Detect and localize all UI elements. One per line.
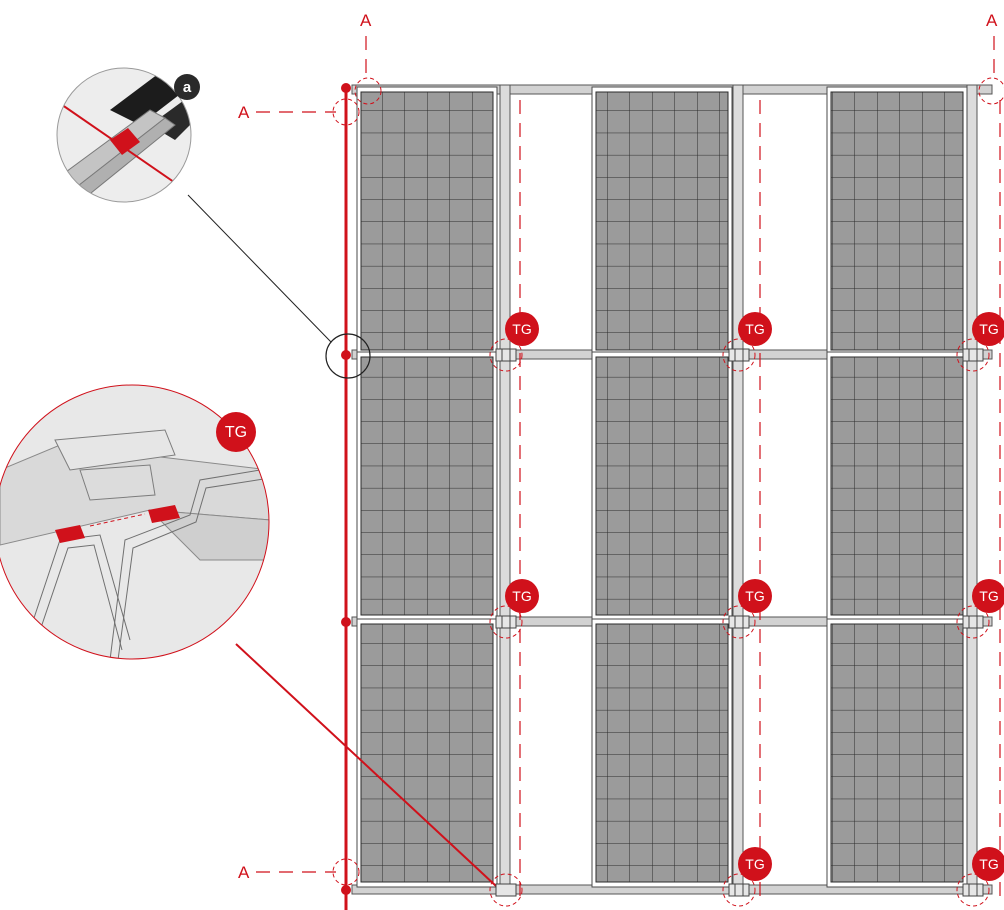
detail-a-badge-label: a bbox=[183, 79, 192, 96]
detail-a-target-circle bbox=[325, 333, 371, 379]
tg-clamp-point: TG bbox=[956, 312, 1004, 372]
solar-panel bbox=[356, 351, 498, 621]
tg-badge bbox=[972, 579, 1004, 613]
detail-a-badge bbox=[174, 74, 200, 100]
tg-clamp-point: TG bbox=[722, 847, 772, 907]
edge-node-mid-1 bbox=[341, 350, 351, 360]
tg-badge bbox=[505, 579, 539, 613]
tg-clamp-point: TG bbox=[722, 312, 772, 372]
tg-clamp-point: TG bbox=[956, 579, 1004, 639]
tg-badge-label: TG bbox=[745, 321, 764, 337]
tg-badge bbox=[972, 312, 1004, 346]
detail-tg-leader-line bbox=[235, 643, 497, 887]
tg-badge-label: TG bbox=[745, 856, 764, 872]
tg-clamp-points: TG TG TG TG TG TG TG TG bbox=[489, 312, 1004, 907]
tg-badge-label: TG bbox=[745, 588, 764, 604]
solar-panel bbox=[826, 618, 968, 888]
detail-tg-badge bbox=[216, 412, 256, 452]
detail-tg: TG bbox=[0, 384, 270, 660]
tg-badge bbox=[505, 312, 539, 346]
detail-a-leader-line bbox=[187, 194, 332, 343]
tg-badge bbox=[738, 847, 772, 881]
tg-badge-label: TG bbox=[512, 588, 531, 604]
tg-badge-label: TG bbox=[979, 856, 998, 872]
section-label-top-left: A bbox=[360, 11, 372, 30]
detail-a: a bbox=[56, 67, 200, 203]
section-lines bbox=[256, 36, 1001, 905]
tg-clamp-point: TG bbox=[956, 847, 1004, 907]
section-label-side-lower: A bbox=[238, 863, 250, 882]
tg-clamp-point: TG bbox=[722, 579, 772, 639]
solar-panel bbox=[356, 618, 498, 888]
solar-panel bbox=[591, 351, 733, 621]
tg-badge bbox=[738, 579, 772, 613]
tg-badge bbox=[972, 847, 1004, 881]
solar-panel-array bbox=[356, 86, 968, 888]
section-label-top-right: A bbox=[986, 11, 998, 30]
tg-clamp-point: TG bbox=[489, 579, 539, 639]
tg-badge bbox=[738, 312, 772, 346]
tg-clamp-point: TG bbox=[489, 312, 539, 372]
tg-badge-label: TG bbox=[979, 588, 998, 604]
edge-node-top bbox=[341, 83, 351, 93]
tg-clamp-point bbox=[489, 873, 523, 907]
edge-node-mid-2 bbox=[341, 617, 351, 627]
section-label-side-upper: A bbox=[238, 103, 250, 122]
edge-node-bottom bbox=[341, 885, 351, 895]
solar-panel bbox=[826, 86, 968, 356]
solar-panel bbox=[826, 351, 968, 621]
tg-badge-label: TG bbox=[979, 321, 998, 337]
rail-vertical-2 bbox=[732, 84, 744, 896]
rail-vertical-1 bbox=[499, 84, 511, 896]
edge-cable bbox=[341, 83, 351, 910]
tg-badge-label: TG bbox=[512, 321, 531, 337]
detail-tg-badge-label: TG bbox=[225, 424, 247, 441]
rail-vertical-3 bbox=[966, 84, 978, 896]
solar-panel bbox=[591, 86, 733, 356]
solar-panel bbox=[356, 86, 498, 356]
solar-panel bbox=[591, 618, 733, 888]
section-callout-circles bbox=[332, 77, 1004, 886]
